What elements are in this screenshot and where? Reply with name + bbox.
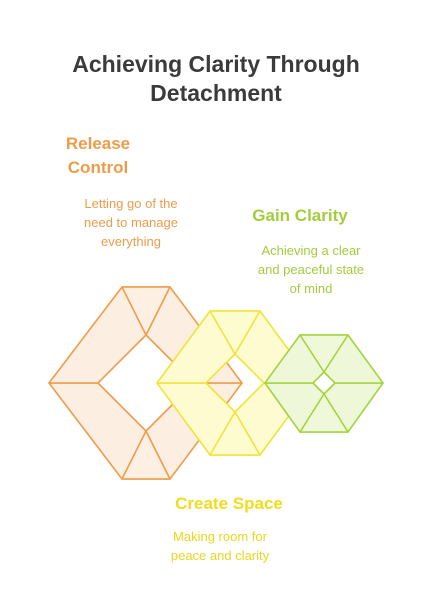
- clarity-desc-line-2: and peaceful state: [257, 262, 365, 277]
- clarity-label-line-1: Gain Clarity: [252, 206, 348, 225]
- release-control-description: Letting go of the need to manage everyth…: [66, 194, 196, 251]
- title-line-2: Detachment: [150, 80, 282, 106]
- release-control-label: Release Control: [56, 132, 140, 180]
- release-desc-line-1: Letting go of the: [84, 196, 178, 211]
- space-desc-line-2: peace and clarity: [170, 548, 270, 563]
- create-space-label: Create Space: [150, 492, 308, 516]
- space-inner-bottom: [209, 411, 261, 456]
- release-inner-bottom: [121, 430, 171, 480]
- diagram-title: Achieving Clarity Through Detachment: [0, 50, 432, 108]
- space-inner-top: [209, 310, 261, 355]
- clarity-inner-bottom: [299, 393, 349, 433]
- clarity-inner-top: [299, 334, 349, 373]
- clarity-desc-line-1: Achieving a clear: [261, 243, 361, 258]
- gain-clarity-description: Achieving a clear and peaceful state of …: [236, 241, 386, 298]
- release-desc-line-2: need to manage: [84, 215, 178, 230]
- create-space-description: Making room for peace and clarity: [146, 527, 294, 565]
- release-desc-line-3: everything: [101, 234, 161, 249]
- title-line-1: Achieving Clarity Through: [72, 51, 360, 77]
- clarity-desc-line-3: of mind: [289, 281, 333, 296]
- gain-clarity-shape: [264, 334, 384, 433]
- release-inner-left: [121, 286, 171, 336]
- release-label-line-1: Release: [65, 134, 131, 153]
- gain-clarity-label: Gain Clarity: [240, 204, 360, 228]
- space-desc-line-1: Making room for: [173, 529, 267, 544]
- space-label-line-1: Create Space: [175, 494, 283, 513]
- release-label-line-2: Control: [67, 158, 129, 177]
